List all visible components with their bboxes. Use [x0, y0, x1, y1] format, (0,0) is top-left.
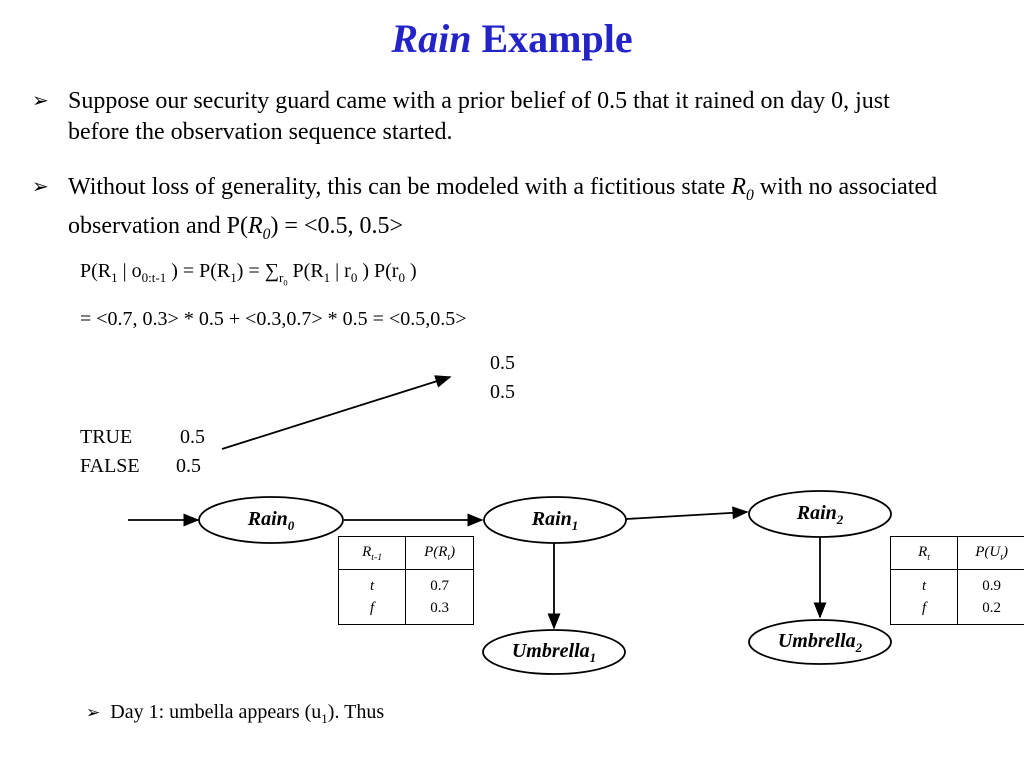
cpt-prob: 0.3	[430, 600, 449, 616]
bullet-arrow-icon: ➢	[86, 703, 101, 722]
cpt-header-cell: P(Rt)	[405, 536, 474, 570]
rain0-node: Rain0	[199, 508, 343, 534]
title-italic: Rain	[391, 16, 472, 61]
node-sub: 2	[836, 512, 844, 527]
eq-sub: r	[278, 270, 284, 285]
cpt-header-cell: Rt-1	[337, 536, 407, 570]
node-label: Rain	[247, 508, 288, 530]
eq-sub: 1	[323, 270, 331, 285]
bullet-2-var2-sub: 0	[262, 225, 271, 243]
cpt-header-sub: t	[927, 551, 931, 563]
day1-post: ). Thus	[327, 701, 385, 723]
title-rest: Example	[481, 16, 633, 61]
prior-label: TRUE	[80, 426, 133, 448]
cpt-header-cell: Rt	[889, 536, 959, 570]
eq-sub: 0	[350, 270, 358, 285]
day1-text: Day 1: umbella appears (u	[110, 701, 322, 723]
cpt-header-text: R	[362, 543, 372, 560]
prior-row-false: FALSE	[80, 454, 140, 478]
eq-part: P(R	[80, 260, 112, 282]
cpt-state: f	[921, 600, 927, 616]
node-sub: 1	[589, 650, 597, 665]
eq-part: ) = P(R	[166, 260, 231, 282]
eq-subsub: 0	[283, 277, 288, 288]
rain2-node-shape	[748, 490, 892, 538]
umbrella2-node: Umbrella2	[749, 630, 891, 656]
cpt-prob: 0.9	[982, 578, 1001, 594]
prior-to-result-arrow	[221, 375, 452, 450]
bullet-1-text: Suppose our security guard came with a p…	[68, 88, 890, 145]
bullet-2-var: R	[731, 174, 746, 200]
node-label: Umbrella	[511, 640, 590, 662]
result-value-false: 0.5	[490, 381, 515, 403]
result-value-true: 0.5	[490, 352, 515, 374]
rain0-node-shape	[198, 496, 344, 544]
cpt-header-text: R	[918, 543, 928, 560]
prior-value-false: 0.5	[176, 455, 201, 477]
cpt-header-suffix: )	[450, 543, 456, 560]
eq-part: ) P(r	[357, 260, 399, 282]
umbrella1-node: Umbrella1	[483, 640, 625, 666]
cpt-state: f	[370, 600, 375, 616]
rain2-node: Rain2	[749, 502, 891, 528]
node-label: Rain	[531, 508, 572, 530]
day1-bullet: ➢ Day 1: umbella appears (u1). Thus	[86, 699, 384, 732]
eq-part: P(R	[287, 260, 324, 282]
bullet-arrow-icon: ➢	[32, 176, 49, 198]
eq-part: | o	[117, 260, 142, 282]
prior-label: FALSE	[80, 455, 140, 477]
cpt-header-cell: P(Ut)	[957, 536, 1024, 570]
eq-sub: 0	[398, 270, 405, 285]
cpt-prob: 0.2	[982, 600, 1001, 616]
eq-sub: 1	[230, 270, 237, 285]
node-sub: 1	[571, 518, 579, 533]
equation-line-1: P(R1 | o0:t-1 ) = P(R1) = ∑r0 P(R1 | r0 …	[80, 258, 417, 296]
eq-sub: 0:t-1	[141, 270, 167, 285]
rain1-to-rain2-arrow	[625, 506, 749, 520]
node-label: Umbrella	[777, 630, 856, 652]
cpt-header-suffix: )	[1002, 543, 1008, 560]
node-label: Rain	[796, 502, 837, 524]
eq-sum: ) = ∑	[236, 260, 279, 282]
bullet-2-var-sub: 0	[746, 186, 754, 204]
umbrella1-node-shape	[482, 629, 626, 675]
node-sub: 0	[287, 518, 295, 533]
bullet-2-post: ) = <0.5, 0.5>	[270, 212, 404, 239]
node-sub: 2	[855, 640, 863, 655]
slide-title: Rain Example	[0, 14, 1024, 64]
eq-part: | r	[330, 260, 351, 282]
bullet-1: ➢ Suppose our security guard came with a…	[32, 86, 962, 148]
cpt-header-sub: t-1	[371, 551, 383, 563]
equation-line-2: = <0.7, 0.3> * 0.5 + <0.3,0.7> * 0.5 = <…	[80, 308, 467, 330]
eq-sub: 1	[111, 270, 118, 285]
day1-sub: 1	[321, 711, 328, 726]
umbrella2-node-shape	[748, 619, 892, 665]
cpt-header-text: P(R	[424, 543, 448, 560]
bullet-2: ➢ Without loss of generality, this can b…	[32, 172, 962, 243]
bullet-2-var2: R	[247, 212, 263, 239]
bullet-2-pre: Without loss of generality, this can be …	[68, 174, 732, 200]
cpt-state: t	[370, 578, 375, 594]
cpt-header-text: P(U	[975, 543, 1001, 560]
bullet-arrow-icon: ➢	[32, 90, 49, 112]
eq-part: )	[404, 260, 417, 282]
prior-row-true: TRUE	[80, 425, 132, 449]
cpt-header-sub: t	[447, 551, 451, 563]
rain1-node-shape	[483, 496, 627, 544]
bullet-2-text: Without loss of generality, this can be …	[68, 172, 948, 250]
cpt-state: t	[921, 578, 927, 594]
rain1-node: Rain1	[484, 508, 626, 534]
cpt-prob: 0.7	[430, 578, 449, 594]
bullet-2-mid: with no associated observation and P(	[68, 174, 938, 239]
prior-value-true: 0.5	[180, 426, 205, 448]
cpt-header-sub: t	[1000, 551, 1003, 563]
